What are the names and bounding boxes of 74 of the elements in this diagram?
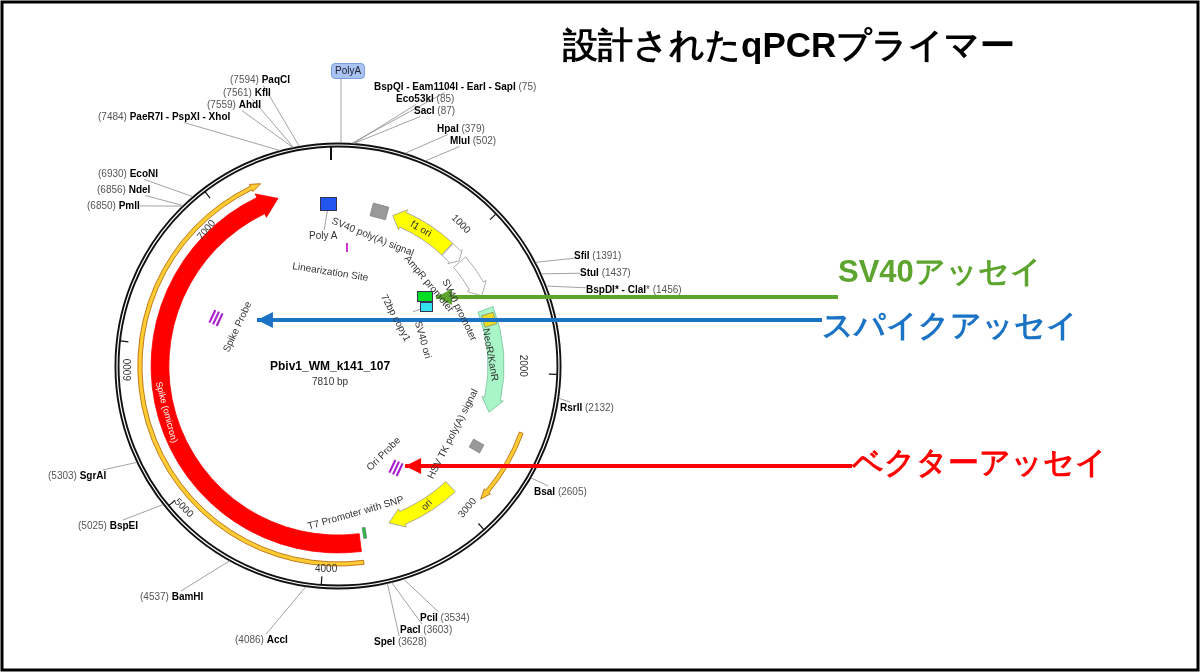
arrow [256, 312, 822, 328]
restriction-site-label: (6850) PmlI [87, 200, 140, 212]
leader-line [263, 85, 300, 147]
restriction-site-label: BspQI - Eam1104I - EarI - SapI (75) [374, 81, 537, 93]
restriction-site-label: MluI (502) [450, 135, 497, 147]
leader-line [122, 504, 164, 521]
restriction-site-label: (7561) KflI [223, 87, 271, 99]
leader-line [412, 308, 421, 313]
restriction-site-label: (4537) BamHI [140, 591, 204, 603]
feature-label: ori [418, 496, 435, 513]
feature-label: f1 ori [408, 218, 434, 240]
restriction-site-label: (4086) AccI [235, 634, 288, 646]
restriction-site-label: RsrII (2132) [560, 402, 614, 414]
arrow [436, 289, 838, 305]
restriction-site-label: (5303) SgrAI [48, 470, 107, 482]
leader-line [545, 285, 587, 289]
feature-label: NeoR/KanR [479, 327, 501, 382]
restriction-site-label: BsaI (2605) [534, 486, 587, 498]
leader-line [530, 477, 549, 487]
feature-label: T7 Promoter with SNP [305, 493, 405, 532]
feature-marker [320, 197, 337, 211]
restriction-site-label: Eco53kI (85) [396, 93, 455, 105]
feature-tag: PolyA [331, 63, 366, 79]
leader-line [425, 146, 460, 162]
arrow [405, 458, 852, 474]
leader-line [323, 210, 328, 231]
leader-line [352, 104, 417, 144]
leader-line [144, 195, 184, 206]
restriction-site-label: (7559) AhdI [207, 99, 261, 111]
feature-label: SV40 ori [412, 319, 434, 360]
restriction-site-label: HpaI (379) [437, 123, 485, 135]
leader-line [180, 560, 230, 592]
feature-label: 72bp copy1 [378, 292, 414, 344]
restriction-site-label: SfiI (1391) [574, 250, 622, 262]
leader-line [183, 122, 281, 151]
restriction-site-label: BspDI* - ClaI* (1456) [586, 284, 682, 296]
leader-line [139, 205, 183, 207]
leader-line [540, 272, 581, 275]
leader-line [340, 78, 342, 143]
tick-label: 4000 [315, 563, 338, 575]
assay-label: スパイクアッセイ [822, 308, 1078, 354]
plasmid-name: Pbiv1_WM_k141_107 [270, 360, 391, 374]
restriction-site-label: SacI (87) [414, 105, 456, 117]
leader-line [387, 583, 400, 637]
restriction-site-label: (6930) EcoNI [98, 168, 159, 180]
tick-label: 6000 [122, 358, 134, 381]
leader-line [535, 257, 575, 263]
leader-line [251, 98, 294, 148]
feature-label: Linearization Site [291, 260, 369, 284]
restriction-site-label: PacI (3603) [400, 624, 453, 636]
leader-line [102, 461, 138, 471]
leader-line [403, 578, 439, 613]
restriction-site-label: (7484) PaeR7I - PspXI - XhoI [98, 111, 231, 123]
restriction-site-label: PciI (3534) [420, 612, 470, 624]
restriction-site-label: (5025) BspEI [78, 520, 139, 532]
feature-label: Poly A [309, 230, 338, 242]
leader-line [351, 92, 446, 144]
restriction-site-label: (6856) NdeI [97, 184, 151, 196]
restriction-site-label: (7594) PaqCI [230, 74, 291, 86]
leader-line [353, 116, 421, 144]
plasmid-size: 7810 bp [312, 376, 349, 388]
restriction-site-label: SpeI (3628) [374, 636, 427, 648]
probe-label: Spike Probe [220, 299, 254, 354]
slide-title: 設計されたqPCRプライマー [563, 24, 1016, 66]
assay-label: SV40アッセイ [838, 254, 1042, 300]
leader-line [241, 110, 294, 148]
leader-line [391, 582, 423, 625]
tick-label: 2000 [517, 354, 529, 377]
restriction-site-label: StuI (1437) [580, 267, 631, 279]
leader-line [404, 134, 449, 154]
leader-line [558, 397, 571, 403]
leader-line [265, 586, 307, 635]
assay-label: ベクターアッセイ [852, 445, 1107, 491]
leader-line [143, 179, 194, 198]
